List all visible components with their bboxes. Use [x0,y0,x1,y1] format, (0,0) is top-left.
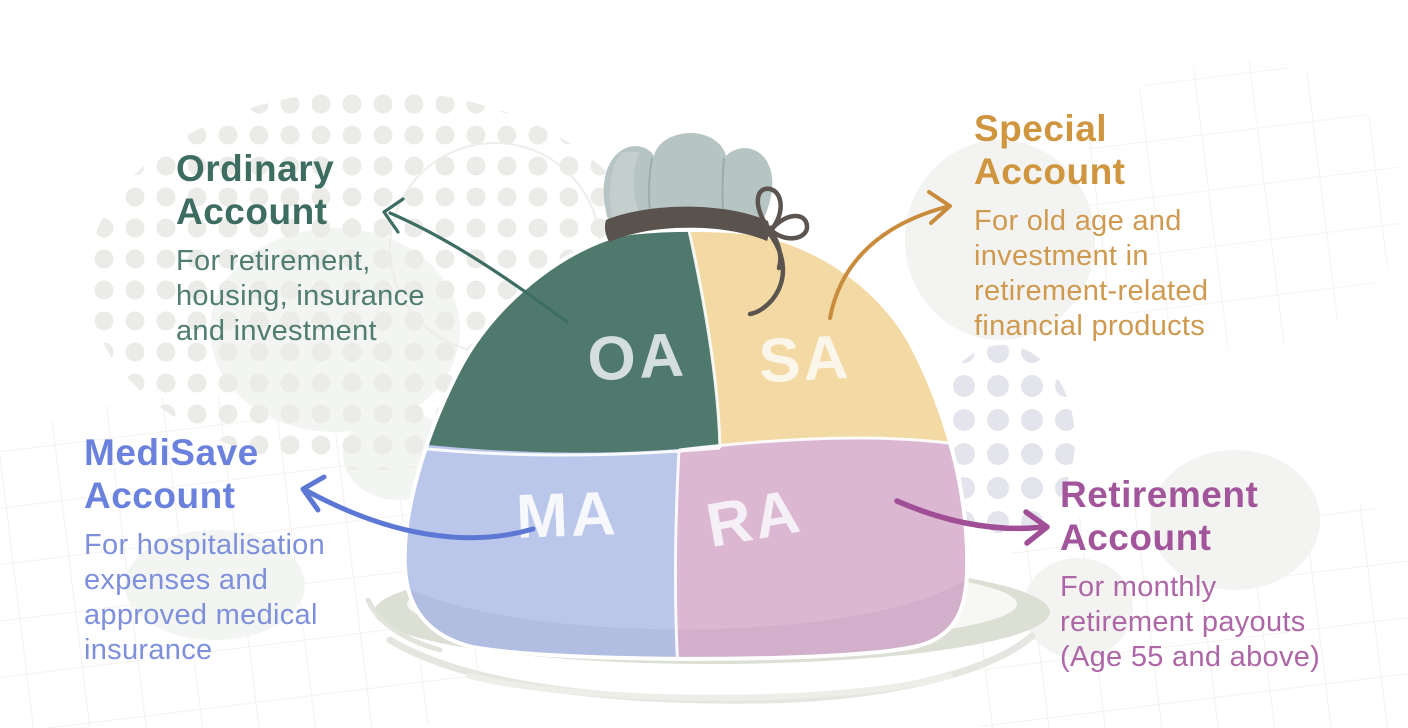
heading-line: Account [176,190,328,232]
bag-tie [605,186,810,317]
medisave-account-description: For hospitalisation expenses and approve… [84,528,325,668]
text-line: retirement-related [974,274,1209,307]
dot-pattern-right [931,345,1075,535]
retirement-account-heading: Retirement Account [1060,474,1320,560]
sack-cloth-highlight [609,152,645,230]
medisave-account-label: MediSave Account For hospitalisation exp… [84,432,325,668]
retirement-account-description: For monthly retirement payouts (Age 55 a… [1060,570,1320,675]
text-line: expenses and [84,563,269,596]
sa-arrow [828,190,952,320]
bag-bottom-shadow [404,580,965,659]
ra-segment [675,437,968,659]
ma-arrow [300,474,536,541]
soft-blob [125,530,305,640]
segment-seams [404,229,957,659]
soft-blob [1150,450,1320,590]
special-account-description: For old age and investment in retirement… [974,204,1208,344]
sketch-grid-top-right [1073,60,1403,350]
ordinary-account-label: Ordinary Account For retirement, housing… [176,148,425,349]
tie-band [605,206,770,242]
heading-line: Ordinary [176,148,335,189]
soft-blob [905,140,1095,340]
ra-bag-label: RA [701,477,807,562]
ma-segment [404,438,679,659]
medisave-account-heading: MediSave Account [84,432,325,518]
heading-line: Account [1060,516,1212,558]
ma-bag-label: MA [515,479,620,552]
heading-line: Account [84,474,236,516]
special-account-heading: Special Account [974,108,1208,194]
plate-stroke [365,597,443,653]
text-line: For retirement, [176,244,371,277]
text-line: For monthly [1060,570,1217,603]
plate-stroke [467,673,953,701]
ordinary-account-description: For retirement, housing, insurance and i… [176,244,425,349]
soft-blob [1023,558,1133,658]
heading-line: Account [974,150,1126,192]
bow-knot [765,225,775,235]
bow [747,186,810,317]
text-line: For old age and [974,204,1182,237]
background-decorations [0,60,1408,728]
oa-bag-label: OA [586,320,688,394]
text-line: housing, insurance [176,279,425,312]
text-line: and investment [176,314,377,347]
special-account-label: Special Account For old age and investme… [974,108,1208,344]
retirement-account-label: Retirement Account For monthly retiremen… [1060,474,1320,675]
text-line: retirement payouts [1060,605,1306,638]
heading-line: MediSave [84,432,259,473]
ra-arrow [894,498,1050,546]
text-line: approved medical [84,598,318,631]
text-line: investment in [974,239,1149,272]
ordinary-account-heading: Ordinary Account [176,148,425,234]
text-line: insurance [84,634,213,667]
heading-line: Special [974,108,1108,149]
text-line: financial products [974,310,1206,343]
heading-line: Retirement [1060,474,1259,515]
oa-arrow [382,197,569,324]
text-line: (Age 55 and above) [1060,640,1321,673]
text-line: For hospitalisation [84,528,326,561]
sa-bag-label: SA [757,323,853,397]
